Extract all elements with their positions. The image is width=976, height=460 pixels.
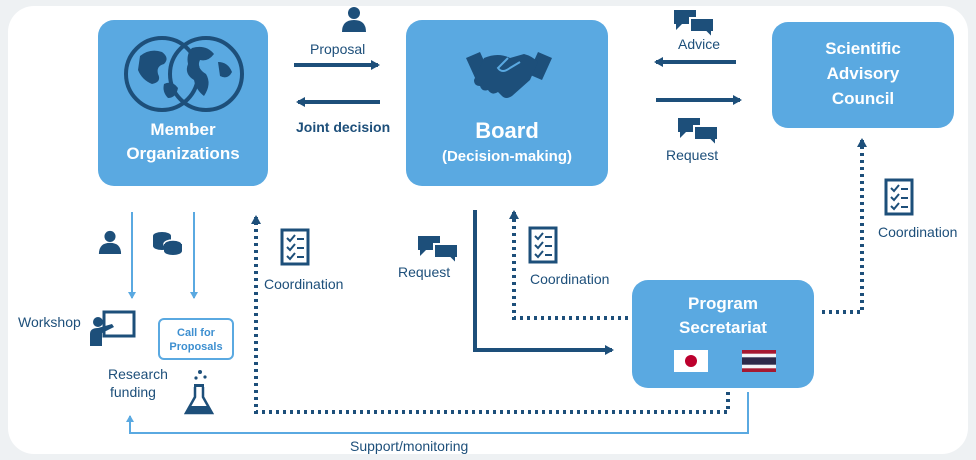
presentation-icon	[90, 310, 136, 346]
checklist-icon	[528, 226, 558, 264]
member-organizations-box: Member Organizations	[98, 20, 268, 186]
joint-decision-label: Joint decision	[296, 119, 391, 135]
scientific-advisory-council-box: Scientific Advisory Council	[772, 22, 954, 128]
chat-bubbles-icon	[678, 118, 719, 146]
coordination-left-arrow	[251, 215, 730, 414]
board-to-secretariat-arrow	[473, 210, 614, 355]
person-icon	[342, 7, 366, 32]
person-icon	[98, 230, 122, 254]
cfp-line1: Call for	[177, 327, 215, 339]
coins-icon	[153, 232, 183, 255]
request-mid-label: Request	[398, 264, 451, 280]
globe-icon	[124, 36, 244, 112]
member-organizations-label-line2: Organizations	[126, 144, 240, 163]
sac-label-line3: Council	[831, 89, 895, 108]
request-top-label: Request	[666, 147, 719, 163]
board-subtitle: (Decision-making)	[441, 148, 573, 165]
coordination-left-label: Coordination	[264, 276, 344, 292]
coordination-right-label: Coordination	[878, 224, 958, 240]
member-organizations-label-line1: Member	[150, 120, 216, 139]
sac-label-line2: Advisory	[826, 64, 900, 83]
proposal-label: Proposal	[310, 41, 366, 57]
research-funding-line2: funding	[110, 384, 156, 400]
support-monitoring-line	[126, 392, 749, 434]
flask-icon	[184, 370, 214, 415]
board-title: Board	[475, 118, 539, 143]
program-secretariat-box: Program Secretariat	[632, 280, 814, 388]
checklist-icon	[884, 178, 914, 216]
chat-bubbles-icon	[674, 10, 715, 38]
workshop-label: Workshop	[18, 314, 81, 330]
handshake-icon	[466, 52, 552, 98]
coordination-mid-arrow	[509, 210, 628, 320]
support-monitoring-label: Support/monitoring	[350, 438, 469, 454]
checklist-icon	[280, 228, 310, 266]
advice-label: Advice	[678, 36, 721, 52]
research-funding-line1: Research	[108, 366, 168, 382]
call-for-proposals-box: Call for Proposals	[158, 318, 234, 360]
thailand-flag	[742, 350, 776, 372]
coordination-mid-label: Coordination	[530, 271, 610, 287]
cfp-line2: Proposals	[169, 341, 223, 353]
sac-label-line1: Scientific	[825, 39, 901, 58]
secretariat-label-line1: Program	[688, 294, 758, 313]
japan-flag	[674, 350, 708, 372]
coordination-right-arrow	[822, 138, 867, 314]
secretariat-label-line2: Secretariat	[679, 318, 767, 337]
board-box: Board (Decision-making)	[406, 20, 608, 186]
chat-bubbles-icon	[418, 236, 459, 264]
